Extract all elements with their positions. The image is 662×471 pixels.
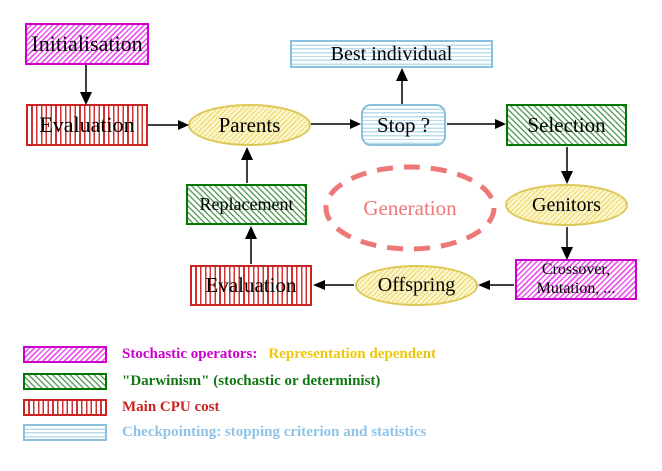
node-best-individual: Best individual bbox=[290, 40, 493, 68]
arrow-offspring-to-evaluation bbox=[313, 280, 354, 290]
generation-label: Generation bbox=[363, 196, 457, 220]
node-crossover-line2: Mutation, ... bbox=[536, 279, 616, 297]
arrow-crossover-to-offspring bbox=[478, 280, 514, 290]
node-evaluation-bottom-label: Evaluation bbox=[205, 273, 297, 297]
legend-swatch-cpu-cost bbox=[23, 399, 107, 416]
legend-text-stochastic-operators-part1: Stochastic operators: bbox=[122, 346, 258, 362]
arrow-replacement-to-parents bbox=[241, 147, 253, 183]
legend-text-checkpointing-label: Checkpointing: stopping criterion and st… bbox=[122, 424, 427, 440]
node-offspring-label: Offspring bbox=[377, 274, 456, 296]
node-parents-label: Parents bbox=[218, 112, 281, 137]
legend-text-cpu-cost: Main CPU cost bbox=[122, 399, 220, 416]
legend-text-cpu-cost-label: Main CPU cost bbox=[122, 399, 220, 415]
node-crossover-line1: Crossover, bbox=[541, 261, 611, 279]
node-stop-label: Stop ? bbox=[376, 112, 431, 137]
node-selection-label: Selection bbox=[527, 112, 606, 137]
arrow-parents-to-stop bbox=[311, 119, 361, 129]
arrow-evaluation-to-parents bbox=[148, 120, 189, 130]
node-stop: Stop ? bbox=[361, 104, 446, 146]
node-replacement-label: Replacement bbox=[199, 194, 294, 214]
node-best-individual-label: Best individual bbox=[330, 42, 453, 65]
arrow-initialisation-to-evaluation bbox=[80, 65, 92, 105]
legend-text-representation-dependent: Representation dependent bbox=[268, 346, 437, 362]
arrow-genitors-to-crossover bbox=[561, 227, 573, 260]
node-genitors-label: Genitors bbox=[532, 193, 601, 216]
node-initialisation: Initialisation bbox=[25, 23, 149, 65]
legend-text-darwinism-label: "Darwinism" (stochastic or determinist) bbox=[122, 373, 381, 389]
legend-text-checkpointing: Checkpointing: stopping criterion and st… bbox=[122, 424, 426, 441]
legend-swatch-stochastic-operators bbox=[23, 346, 107, 363]
arrow-selection-to-genitors bbox=[561, 147, 573, 184]
node-genitors: Genitors bbox=[505, 184, 628, 226]
node-offspring: Offspring bbox=[355, 265, 478, 306]
node-parents: Parents bbox=[188, 104, 311, 146]
node-initialisation-label: Initialisation bbox=[31, 31, 143, 56]
arrow-stop-to-best-individual bbox=[396, 68, 408, 104]
legend-swatch-checkpointing bbox=[23, 424, 107, 441]
node-evaluation-top: Evaluation bbox=[26, 104, 148, 146]
arrow-evaluation-to-replacement bbox=[245, 226, 257, 264]
node-crossover-mutation: Crossover, Mutation, ... bbox=[515, 259, 637, 300]
legend-text-stochastic-operators: Stochastic operators: Representation dep… bbox=[122, 346, 436, 363]
legend-swatch-darwinism bbox=[23, 373, 107, 390]
node-replacement: Replacement bbox=[186, 184, 307, 225]
arrow-stop-to-selection bbox=[447, 119, 506, 129]
node-evaluation-bottom: Evaluation bbox=[190, 265, 312, 306]
legend-text-darwinism: "Darwinism" (stochastic or determinist) bbox=[122, 373, 380, 390]
node-evaluation-top-label: Evaluation bbox=[39, 112, 135, 137]
node-selection: Selection bbox=[506, 104, 627, 146]
